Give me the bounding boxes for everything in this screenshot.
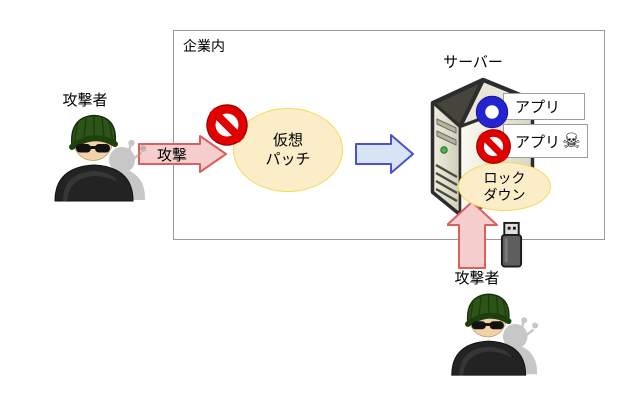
app-allowed-box: アプリ — [503, 93, 585, 120]
virtual-patch-shape: 仮想 パッチ — [233, 108, 343, 192]
virtual-patch-label-line2: パッチ — [265, 151, 311, 168]
usb-attack-arrow-icon — [447, 201, 498, 269]
attack-arrow-icon — [138, 135, 227, 173]
lockdown-label-line2: ダウン — [483, 186, 526, 203]
app-blocked-label: アプリ — [515, 133, 561, 151]
app-blocked-box: アプリ ☠ — [503, 124, 588, 158]
attacker-left-label: 攻撃者 — [62, 92, 108, 109]
company-network-label: 企業内 — [183, 38, 225, 54]
lockdown-label-line1: ロック — [483, 169, 526, 186]
server-led — [440, 146, 448, 154]
no-entry-icon-attack — [206, 104, 248, 146]
skull-icon: ☠ — [562, 129, 581, 153]
no-entry-icon-app — [476, 129, 511, 164]
flow-arrow-icon — [355, 134, 414, 174]
attacker-bottom-icon — [445, 289, 540, 379]
usb-drive-icon — [500, 221, 523, 268]
virtual-patch-label-line1: 仮想 — [272, 132, 303, 149]
attacker-left-icon — [48, 110, 148, 205]
lockdown-shape: ロック ダウン — [458, 162, 551, 211]
attacker-bottom-label: 攻撃者 — [454, 270, 500, 287]
app-allowed-label: アプリ — [515, 99, 561, 116]
allowed-circle-icon — [475, 95, 509, 129]
attack-arrow-label: 攻撃 — [156, 147, 187, 164]
server-label: サーバー — [443, 54, 503, 71]
